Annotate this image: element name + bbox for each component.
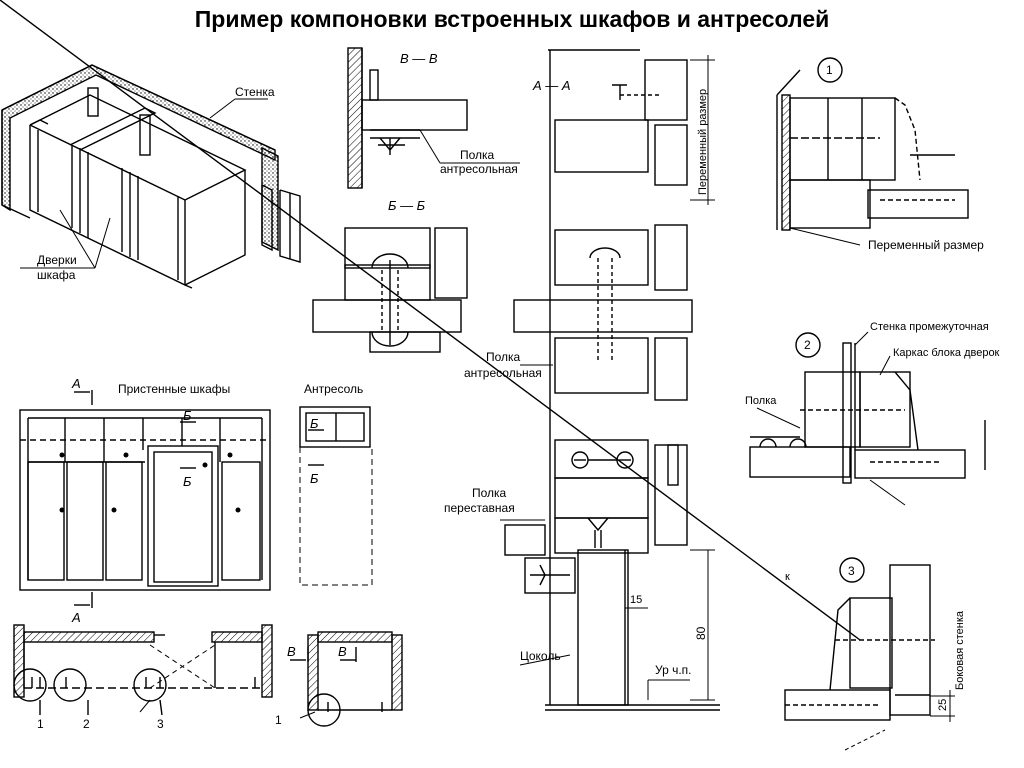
detail-2 (749, 332, 986, 484)
label-movable-shelf-2: переставная (444, 501, 515, 515)
label-side-wall: Боковая стенка (954, 610, 966, 690)
callout-plan-mz-1: 1 (275, 713, 282, 727)
label-aa-shelf-1: Полка (486, 350, 521, 364)
section-bb-label: Б — Б (388, 198, 426, 213)
marker-b-2: Б (183, 474, 192, 489)
marker-b-mz-2: Б (310, 471, 319, 486)
section-vv-label: В — В (400, 51, 438, 66)
callout-detail-2: 2 (804, 338, 811, 352)
section-vv (347, 47, 468, 189)
page-title: Пример компоновки встроенных шкафов и ан… (194, 6, 830, 32)
label-partition-wall: Стенка промежуточная (870, 321, 989, 333)
section-aa-label: А — А (532, 78, 571, 93)
detail-3 (0, 0, 935, 721)
dim-25: 25 (937, 699, 949, 711)
label-mezzanine: Антресоль (304, 382, 363, 396)
marker-b-mz-1: Б (310, 416, 319, 431)
plan-view (13, 624, 273, 716)
label-floor-level: Ур ч.п. (655, 663, 692, 677)
section-aa-dims (500, 55, 715, 701)
dim-15: 15 (630, 594, 642, 606)
callout-plan-2: 2 (83, 717, 90, 731)
label-vv-shelf-1: Полка (460, 148, 495, 162)
marker-v-1: В (287, 644, 296, 659)
dim-80: 80 (694, 626, 708, 640)
label-partial-k: к (785, 571, 790, 583)
mezzanine-elevation (299, 406, 373, 586)
marker-v-2: В (338, 644, 347, 659)
detail-1 (776, 57, 969, 231)
label-movable-shelf-1: Полка (472, 486, 507, 500)
isometric-view (1, 64, 301, 289)
label-door-frame: Каркас блока дверок (893, 347, 1000, 359)
marker-a-top: А (71, 376, 81, 391)
detail-2-leaders (756, 331, 906, 506)
callout-plan-3: 3 (157, 717, 164, 731)
label-variable-size-h: Переменный размер (868, 238, 984, 252)
section-bb (312, 227, 468, 353)
label-doors-1: Дверки (37, 253, 77, 267)
section-markers-a (74, 390, 196, 608)
label-aa-shelf-2: антресольная (464, 366, 542, 380)
marker-a-bottom: А (71, 610, 81, 625)
label-wall: Стенка (235, 85, 275, 99)
callout-detail-1: 1 (826, 63, 833, 77)
marker-b-1: Б (183, 408, 192, 423)
callout-detail-3: 3 (848, 564, 855, 578)
label-shelf: Полка (745, 395, 777, 407)
label-wall-cabinets: Пристенные шкафы (118, 382, 230, 396)
cabinet-handles (59, 452, 241, 513)
detail-3-dims (844, 690, 955, 751)
plan-view-mezzanine (290, 631, 403, 727)
label-variable-size-v: Переменный размер (697, 89, 709, 195)
label-plinth: Цоколь (520, 649, 561, 663)
label-vv-shelf-2: антресольная (440, 162, 518, 176)
wall-cabinets-elevation (19, 409, 271, 591)
label-doors-2: шкафа (37, 268, 76, 282)
callout-plan-1: 1 (37, 717, 44, 731)
section-aa (504, 49, 720, 711)
iso-leaders (20, 98, 268, 269)
